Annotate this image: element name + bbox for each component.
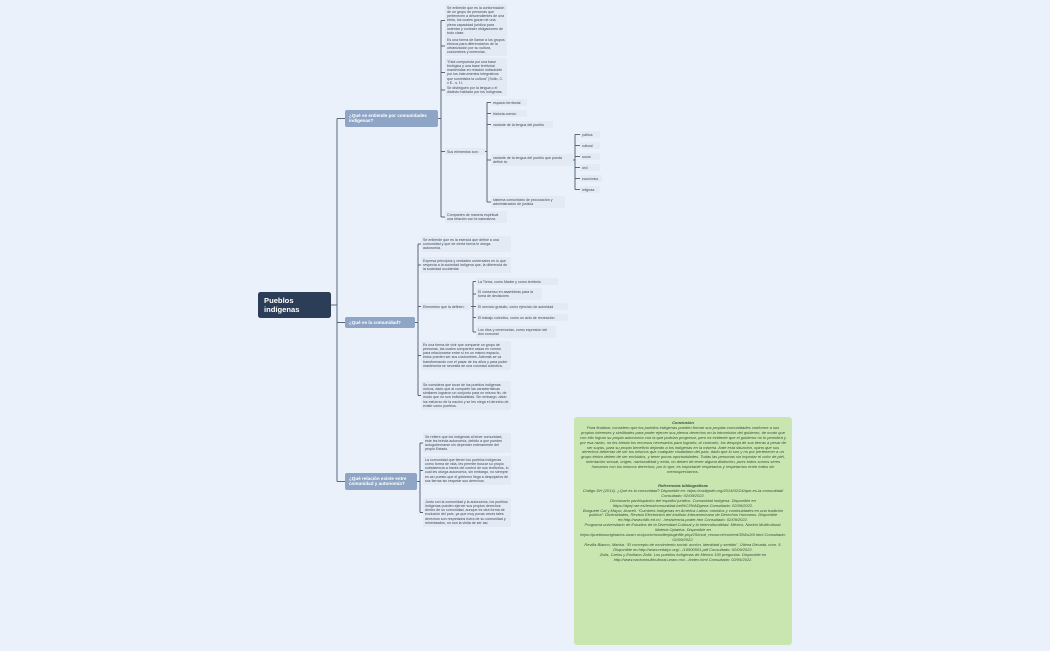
topic-b1-lengua[interactable]: Se distinguen por la lengua o el dialect… — [445, 84, 507, 96]
organization-politica[interactable]: política — [580, 131, 600, 138]
conclusion-text: Para finalizar, considero que los pueblo… — [580, 424, 786, 475]
element-consenso[interactable]: El consenso en asambleas para la toma de… — [476, 288, 542, 300]
organization-social[interactable]: social — [580, 153, 600, 160]
reference-item: Burguete Cal y Mayor, Araceli. “Cumbres … — [582, 507, 784, 523]
element-tierra[interactable]: La Tierra, como Madre y como territorio — [476, 278, 558, 286]
topic-b1-cita[interactable]: “Está compuesta por una base biológica y… — [445, 58, 507, 87]
branch-comunidad-autonomia[interactable]: ¿Qué relación existe entre comunidad y a… — [345, 473, 417, 490]
topic-b2-principios[interactable]: Expresa principios y verdades universale… — [421, 257, 511, 273]
topic-b1-elementos[interactable]: Sus elementos son: — [445, 148, 485, 156]
organization-economica[interactable]: económica — [580, 175, 602, 182]
element-trabajo-colectivo[interactable]: El trabajo colectivo, como un acto de re… — [476, 314, 568, 322]
element-servicio-gratuito[interactable]: El servicio gratuito, como ejercicio de … — [476, 303, 568, 311]
topic-b1-forma-llamar[interactable]: Es una forma de llamar a los grupos étni… — [445, 36, 507, 57]
element-variante-organizacion[interactable]: variante de la lengua del pueblo que pue… — [491, 154, 573, 166]
conclusion-note[interactable]: Conclusión Para finalizar, considero que… — [574, 417, 792, 645]
conclusion-title: Conclusión — [672, 420, 694, 425]
reference-item: Código DH (2014). ¿Qué es la comunidad? … — [582, 487, 784, 498]
topic-b3-derechos[interactable]: Junto con la comunidad y la autonomía, l… — [423, 498, 511, 527]
element-variante-lengua[interactable]: variante de la lengua del pueblo — [491, 121, 553, 129]
topic-b1-definicion[interactable]: Se entiende que es la conformación de un… — [445, 4, 507, 38]
reference-item: Zolla, Carlos y Emiliano Zolla. Los pueb… — [599, 551, 767, 562]
reference-item: Revilla Blanco, Marisa. “El concepto de … — [584, 541, 782, 552]
reference-item: Programa universitario de Estudios de la… — [580, 522, 786, 542]
branch-comunidades-indigenas[interactable]: ¿Qué se entiende por comunidades indígen… — [345, 110, 438, 127]
branch-comunidad[interactable]: ¿Qué es la comunidad? — [345, 317, 415, 329]
element-sistema-justicia[interactable]: sistema comunitario de procuración y adm… — [491, 196, 565, 208]
topic-b2-esencia[interactable]: Se entiende que es la esencia que define… — [421, 236, 511, 252]
element-historia-comun[interactable]: historia común — [491, 110, 527, 118]
organization-civil[interactable]: civil — [580, 164, 600, 171]
organization-religiosa[interactable]: religiosa — [580, 186, 600, 193]
references-title: Referencias bibliográficas — [658, 482, 708, 488]
topic-b1-naturaleza[interactable]: Comparten de manera espiritual una relac… — [445, 211, 507, 223]
topic-b2-forma-vivir[interactable]: Es una forma de vivir que comparte un gr… — [421, 341, 511, 370]
topic-b2-elementos[interactable]: Elementos que la definen: — [421, 303, 471, 311]
element-ritos[interactable]: Los ritos y ceremonias, como expresión d… — [476, 326, 556, 338]
organization-cultural[interactable]: cultural — [580, 142, 600, 149]
reference-item: Diccionario panhispánico del español jur… — [610, 497, 756, 508]
topic-b3-autogobierno[interactable]: Se refiere que los indígenas al tener co… — [423, 433, 511, 454]
element-espacio-territorial[interactable]: espacio territorial — [491, 99, 527, 107]
topic-b2-caracteristicas[interactable]: Se considera que tocar de los pueblos in… — [421, 381, 511, 410]
root-topic[interactable]: Pueblos indígenas — [258, 292, 331, 318]
topic-b3-subsistencia[interactable]: La comunidad que tienen los pueblos indí… — [423, 456, 511, 485]
